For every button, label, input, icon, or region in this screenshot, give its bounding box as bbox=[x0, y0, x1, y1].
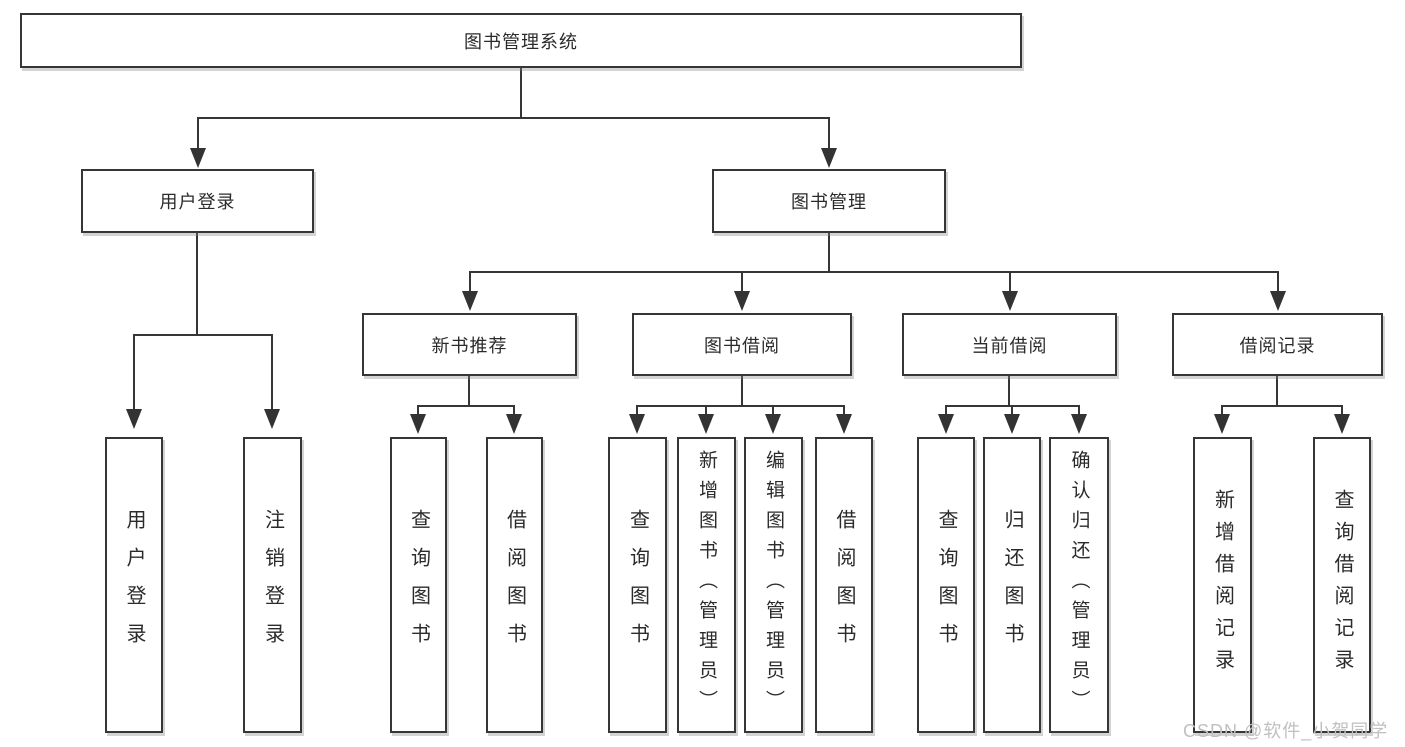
arrow-down-icon bbox=[410, 414, 426, 434]
node-current-borrowing-label: 当前借阅 bbox=[971, 335, 1048, 356]
connector-level3-bar bbox=[469, 271, 1279, 273]
watermark: CSDN @软件_小贺同学 bbox=[1183, 721, 1389, 741]
leaf-borrowing-query-books: 查询图书 bbox=[608, 437, 667, 733]
leaf-current-return-books-label: 归还图书 bbox=[1001, 509, 1023, 661]
connector-records-drop-2 bbox=[1341, 405, 1343, 415]
node-library-system: 图书管理系统 bbox=[20, 13, 1022, 68]
leaf-user-login-label: 用户登录 bbox=[123, 509, 145, 661]
leaf-records-add-record-label: 新增借阅记录 bbox=[1211, 489, 1234, 681]
arrow-down-icon bbox=[126, 409, 142, 429]
arrow-down-icon bbox=[938, 414, 954, 434]
leaf-borrowing-edit-books-admin-label: 编辑图书（管理员） bbox=[763, 450, 784, 720]
node-book-management: 图书管理 bbox=[712, 169, 946, 233]
leaf-records-query-record: 查询借阅记录 bbox=[1313, 437, 1371, 733]
connector-borrowing-drop-2 bbox=[705, 405, 707, 415]
connector-borrowing-bar bbox=[636, 405, 845, 407]
connector-level3-drop-1 bbox=[469, 271, 471, 293]
connector-login-drop-1 bbox=[133, 334, 135, 410]
connector-level3-drop-4 bbox=[1277, 271, 1279, 293]
arrow-down-icon bbox=[698, 414, 714, 434]
connector-records-bar bbox=[1221, 405, 1343, 407]
connector-current-drop-3 bbox=[1078, 405, 1080, 415]
arrow-down-icon bbox=[506, 414, 522, 434]
connector-login-bar bbox=[133, 334, 273, 336]
arrow-down-icon bbox=[765, 414, 781, 434]
leaf-current-query-books-label: 查询图书 bbox=[935, 509, 957, 661]
leaf-current-query-books: 查询图书 bbox=[917, 437, 975, 733]
arrow-down-icon bbox=[264, 409, 280, 429]
leaf-records-add-record: 新增借阅记录 bbox=[1193, 437, 1252, 733]
leaf-borrowing-add-books-admin: 新增图书（管理员） bbox=[677, 437, 736, 733]
connector-current-drop-2 bbox=[1011, 405, 1013, 415]
node-user-login: 用户登录 bbox=[81, 169, 314, 233]
leaf-borrowing-query-books-label: 查询图书 bbox=[626, 509, 649, 661]
connector-recommend-bar bbox=[417, 405, 515, 407]
leaf-borrowing-edit-books-admin: 编辑图书（管理员） bbox=[744, 437, 803, 733]
connector-login-drop-2 bbox=[271, 334, 273, 410]
arrow-down-icon bbox=[629, 414, 645, 434]
node-book-borrowing: 图书借阅 bbox=[632, 313, 852, 376]
connector-recommend-drop-1 bbox=[417, 405, 419, 415]
arrow-down-icon bbox=[836, 414, 852, 434]
connector-level2-drop-right bbox=[828, 117, 830, 149]
connector-borrowing-drop-4 bbox=[843, 405, 845, 415]
connector-level3-drop-3 bbox=[1009, 271, 1011, 293]
connector-current-drop-1 bbox=[945, 405, 947, 415]
arrow-down-icon bbox=[1004, 414, 1020, 434]
connector-root-stem bbox=[520, 68, 522, 118]
node-book-borrowing-label: 图书借阅 bbox=[704, 335, 780, 356]
connector-recommend-stem bbox=[468, 376, 470, 407]
node-book-management-label: 图书管理 bbox=[791, 192, 867, 212]
arrow-down-icon bbox=[1214, 414, 1230, 434]
connector-level3-drop-2 bbox=[741, 271, 743, 293]
arrow-down-icon bbox=[462, 291, 478, 311]
leaf-logout: 注销登录 bbox=[243, 437, 302, 733]
leaf-current-return-books: 归还图书 bbox=[983, 437, 1041, 733]
arrow-down-icon bbox=[1071, 414, 1087, 434]
arrow-down-icon bbox=[1334, 414, 1350, 434]
leaf-logout-label: 注销登录 bbox=[261, 509, 284, 661]
node-new-book-recommend: 新书推荐 bbox=[362, 313, 577, 376]
connector-borrowing-stem bbox=[741, 376, 743, 407]
node-current-borrowing: 当前借阅 bbox=[902, 313, 1117, 376]
leaf-borrowing-add-books-admin-label: 新增图书（管理员） bbox=[696, 450, 717, 720]
arrow-down-icon bbox=[734, 291, 750, 311]
connector-borrowing-drop-3 bbox=[772, 405, 774, 415]
leaf-recommend-borrow-books: 借阅图书 bbox=[486, 437, 543, 733]
connector-records-drop-1 bbox=[1221, 405, 1223, 415]
leaf-records-query-record-label: 查询借阅记录 bbox=[1331, 489, 1353, 681]
leaf-recommend-query-books: 查询图书 bbox=[390, 437, 447, 733]
node-user-login-label: 用户登录 bbox=[159, 192, 236, 212]
connector-level2-drop-left bbox=[197, 117, 199, 149]
arrow-down-icon bbox=[1002, 291, 1018, 311]
connector-level2-bar bbox=[197, 117, 830, 119]
arrow-down-icon bbox=[190, 148, 206, 168]
connector-borrowing-drop-1 bbox=[636, 405, 638, 415]
connector-management-stem bbox=[828, 233, 830, 273]
leaf-user-login: 用户登录 bbox=[105, 437, 163, 733]
leaf-current-confirm-return-admin-label: 确认归还（管理员） bbox=[1068, 450, 1090, 720]
leaf-borrowing-borrow-books-label: 借阅图书 bbox=[833, 509, 855, 661]
node-borrowing-records-label: 借阅记录 bbox=[1239, 335, 1316, 356]
connector-records-stem bbox=[1276, 376, 1278, 407]
leaf-recommend-query-books-label: 查询图书 bbox=[407, 509, 430, 661]
leaf-borrowing-borrow-books: 借阅图书 bbox=[815, 437, 873, 733]
node-borrowing-records: 借阅记录 bbox=[1172, 313, 1383, 376]
node-new-book-recommend-label: 新书推荐 bbox=[431, 335, 508, 356]
connector-login-stem bbox=[196, 233, 198, 336]
leaf-recommend-borrow-books-label: 借阅图书 bbox=[503, 509, 526, 661]
connector-recommend-drop-2 bbox=[513, 405, 515, 415]
arrow-down-icon bbox=[1270, 291, 1286, 311]
arrow-down-icon bbox=[821, 148, 837, 168]
node-library-system-label: 图书管理系统 bbox=[464, 31, 578, 52]
leaf-current-confirm-return-admin: 确认归还（管理员） bbox=[1049, 437, 1109, 733]
connector-current-stem bbox=[1008, 376, 1010, 407]
